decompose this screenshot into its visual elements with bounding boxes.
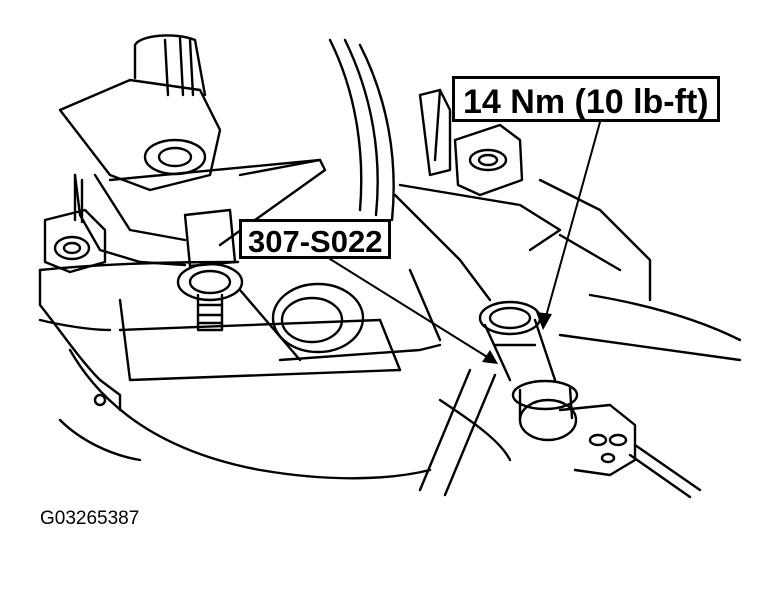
- case-bore: [271, 282, 365, 354]
- linkage-rod: [418, 368, 497, 497]
- left-bracket-arm: [43, 158, 327, 274]
- shift-rod-assembly: [478, 300, 702, 499]
- torque-callout: 14 Nm (10 lb-ft): [452, 76, 720, 122]
- arrowheads: [482, 312, 552, 364]
- center-stud-and-nut: [176, 208, 244, 332]
- transmission-housing: [38, 38, 742, 480]
- right-mount-block: [393, 88, 562, 302]
- figure-id-label: G03265387: [40, 508, 140, 529]
- leader-lines: [329, 121, 601, 361]
- upper-mount-block: [58, 34, 222, 192]
- part-number-callout: 307-S022: [239, 219, 392, 259]
